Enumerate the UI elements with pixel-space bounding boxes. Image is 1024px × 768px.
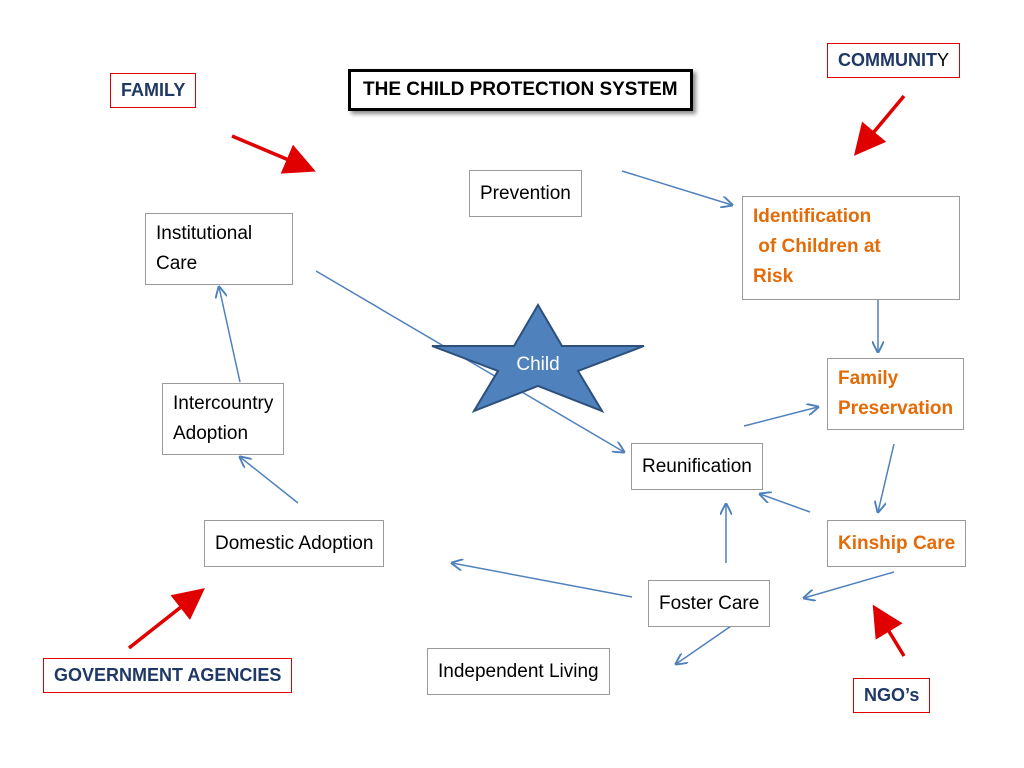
node-kinship-care: Kinship Care [827, 520, 967, 567]
node-identification: Identification of Children at Risk [742, 196, 960, 300]
family-preservation-line-2: Preservation [838, 398, 954, 419]
node-institutional-care: Institutional Care [145, 213, 293, 285]
red-arrow-community [853, 94, 906, 156]
arrow-reunification-to-family-preservation [743, 407, 818, 427]
intercountry-line-2: Adoption [173, 423, 249, 444]
arrow-kinship-to-reunification [760, 494, 811, 513]
child-star [431, 303, 645, 413]
node-family-preservation: Family Preservation [827, 358, 965, 430]
arrow-family-preservation-to-kinship [878, 443, 895, 512]
actor-family: FAMILY [110, 73, 197, 108]
arrow-kinship-to-foster-care [804, 571, 895, 598]
arrow-institutional-care-to-reunification [315, 270, 624, 452]
identification-line-3: Risk [753, 266, 794, 287]
node-reunification: Reunification [631, 443, 763, 490]
red-arrow-family [231, 134, 316, 174]
node-foster-care: Foster Care [648, 580, 771, 627]
arrow-intercountry-adoption-to-institutional-care [219, 287, 241, 383]
actor-community: COMMUNITY [827, 43, 960, 78]
arrow-prevention-to-identification [621, 170, 732, 205]
red-arrow-ngo [872, 604, 906, 657]
institutional-line-2: Care [156, 253, 198, 274]
family-preservation-line-1: Family [838, 368, 899, 389]
intercountry-line-1: Intercountry [173, 393, 274, 414]
actor-community-main: COMMUNIT [838, 50, 937, 70]
node-domestic-adoption: Domestic Adoption [204, 520, 385, 567]
node-intercountry-adoption: Intercountry Adoption [162, 383, 285, 455]
red-arrow-government [127, 588, 205, 650]
arrow-foster-care-to-independent-living [676, 623, 735, 664]
actor-government: GOVERNMENT AGENCIES [43, 658, 293, 693]
child-label: Child [516, 354, 560, 375]
node-independent-living: Independent Living [427, 648, 610, 695]
page-title: THE CHILD PROTECTION SYSTEM [348, 69, 693, 111]
actor-community-tail: Y [936, 50, 949, 70]
institutional-line-1: Institutional [156, 223, 253, 244]
identification-line-2: of Children at [753, 236, 881, 257]
actor-ngo: NGO’s [853, 678, 931, 713]
arrow-domestic-to-intercountry-adoption [240, 457, 299, 504]
arrow-foster-care-to-domestic-adoption [452, 563, 633, 598]
node-prevention: Prevention [469, 170, 582, 217]
identification-line-1: Identification [753, 206, 872, 227]
